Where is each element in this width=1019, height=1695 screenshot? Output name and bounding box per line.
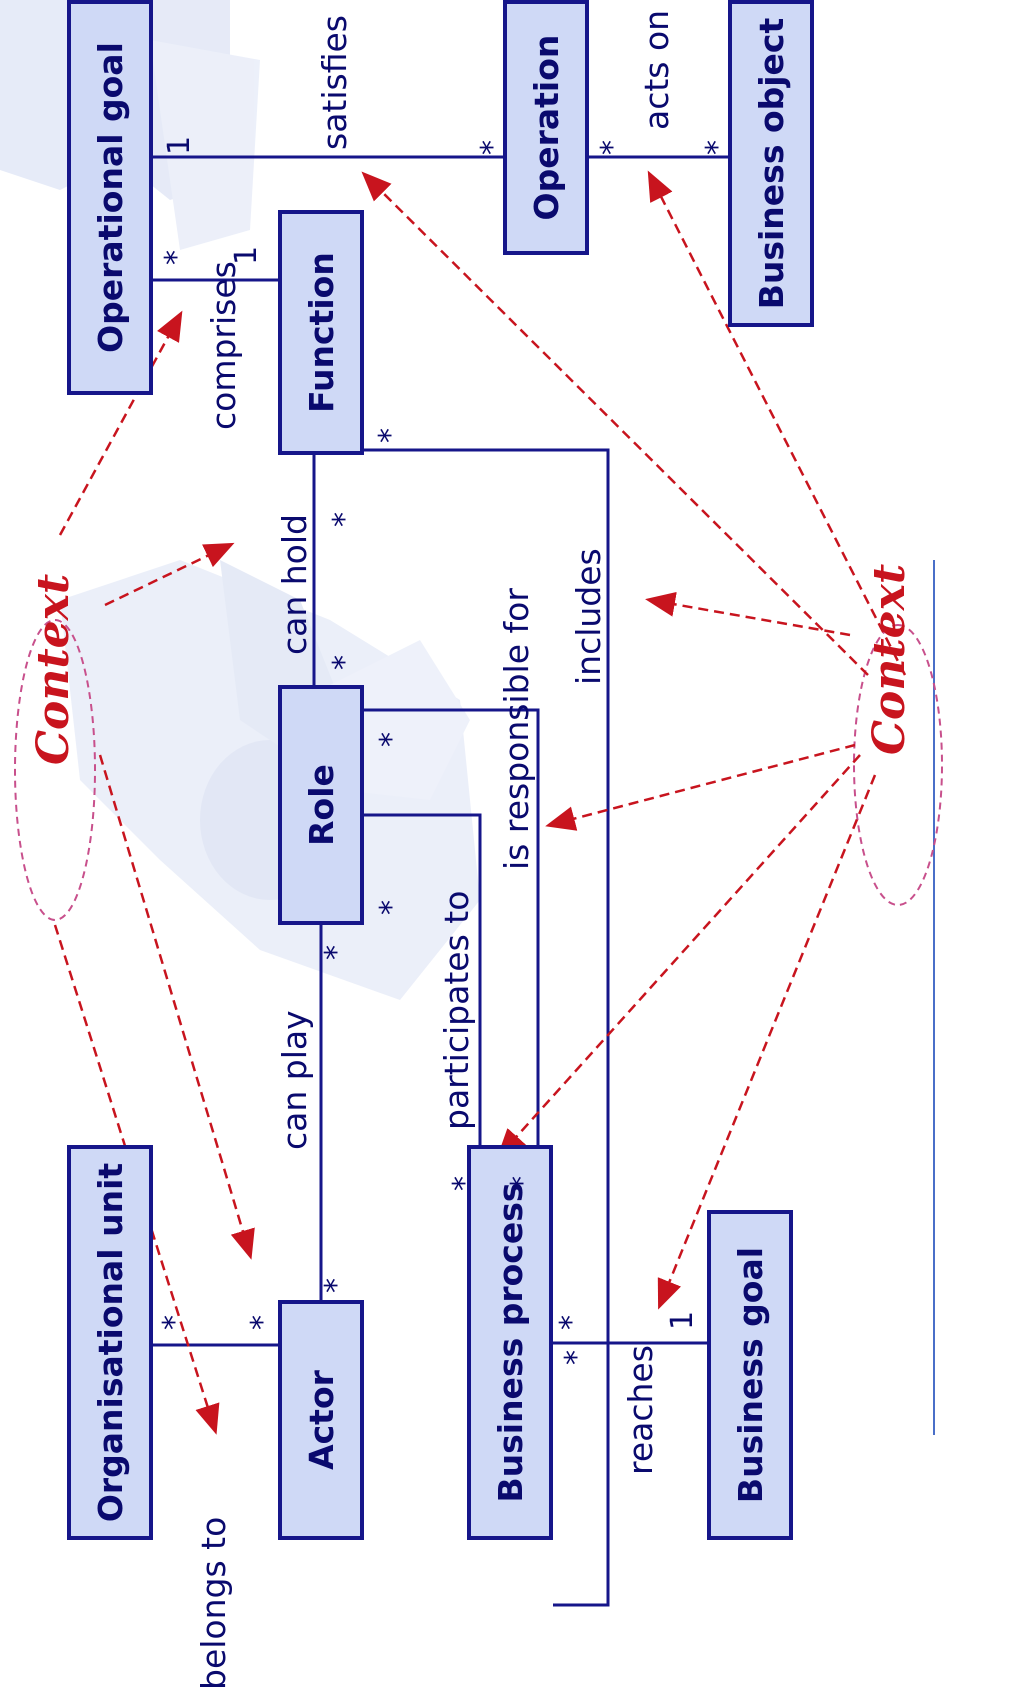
entity-role: Role xyxy=(278,685,364,925)
label-acts-on: acts on xyxy=(640,10,673,130)
mult-comprises-goal: * xyxy=(162,250,192,265)
mult-satisfies-operation: * xyxy=(478,140,508,155)
label-comprises: comprises xyxy=(207,261,240,430)
mult-acts-on-operation: * xyxy=(598,140,628,155)
entity-function: Function xyxy=(278,210,364,455)
context-arrow-to-can-hold xyxy=(105,545,230,605)
context-arrow-to-includes xyxy=(650,600,850,635)
mult-includes-function: * xyxy=(376,428,406,443)
label-includes: includes xyxy=(572,548,605,685)
label-satisfies: satisfies xyxy=(318,15,351,150)
entity-organisational-unit: Organisational unit xyxy=(67,1145,153,1540)
mult-belongs-to-unit: * xyxy=(160,1315,190,1330)
mult-satisfies-goal: 1 xyxy=(165,136,195,155)
label-can-hold: can hold xyxy=(278,514,311,655)
mult-participates-role: * xyxy=(377,900,407,915)
label-participates-to: participates to xyxy=(440,891,473,1130)
entity-business-process: Business process xyxy=(467,1145,553,1540)
entity-operation: Operation xyxy=(503,0,589,255)
mult-responsible-process: * xyxy=(508,1176,538,1191)
context-arrow-to-participates-to xyxy=(500,755,860,1155)
mult-reaches-process: * xyxy=(557,1315,587,1330)
mult-reaches-goal: 1 xyxy=(668,1311,698,1330)
mult-can-hold-role: * xyxy=(330,655,360,670)
mult-includes-process-side: * xyxy=(562,1350,592,1365)
context-arrow-to-is-responsible-for xyxy=(550,745,855,825)
label-belongs-to: belongs to xyxy=(197,1517,230,1690)
mult-can-play-actor: * xyxy=(322,1278,352,1293)
label-can-play: can play xyxy=(278,1010,311,1150)
mult-belongs-to-actor: * xyxy=(248,1315,278,1330)
mult-participates-process: * xyxy=(450,1176,480,1191)
mult-can-hold-function: * xyxy=(330,512,360,527)
mult-can-play-role: * xyxy=(322,945,352,960)
context-label-right: Context xyxy=(868,564,912,755)
mult-comprises-function: 1 xyxy=(232,246,262,265)
entity-business-goal: Business goal xyxy=(707,1210,793,1540)
entity-actor: Actor xyxy=(278,1300,364,1540)
context-label-left: Context xyxy=(32,574,76,765)
mult-responsible-role: * xyxy=(377,732,407,747)
entity-operational-goal: Operational goal xyxy=(67,0,153,395)
mult-acts-on-object: * xyxy=(703,140,733,155)
label-reaches: reaches xyxy=(624,1345,657,1475)
label-is-responsible-for: is responsible for xyxy=(500,588,533,870)
entity-business-object: Business object xyxy=(728,0,814,327)
